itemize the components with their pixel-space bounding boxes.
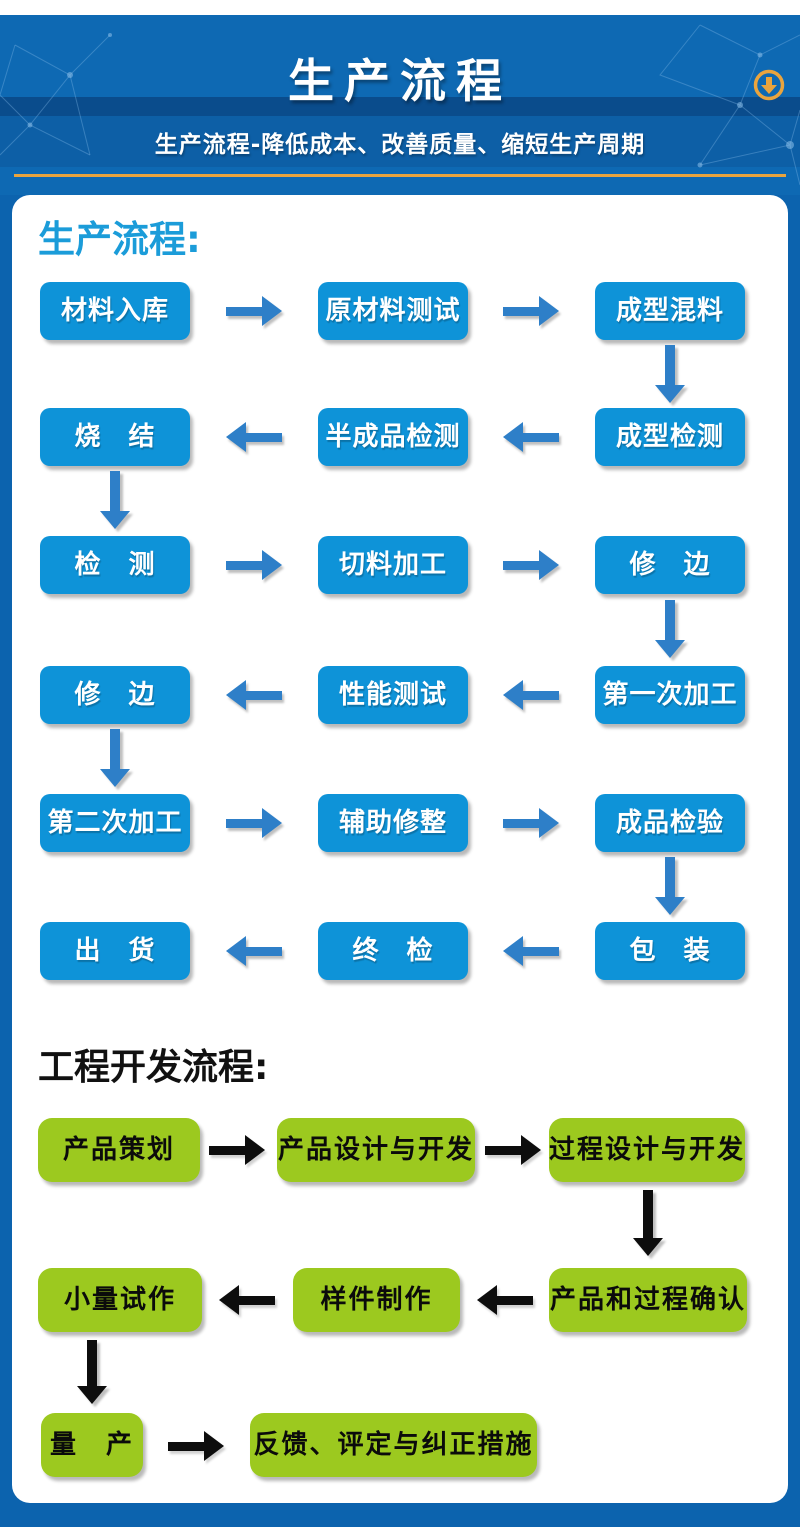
arrow-right-icon — [226, 296, 282, 326]
header-dark-band — [0, 97, 800, 116]
arrow-right-icon — [168, 1431, 224, 1461]
arrow-left-icon — [219, 1285, 275, 1315]
arrow-down-icon — [100, 471, 130, 529]
header-banner: 生产流程 生产流程-降低成本、改善质量、缩短生产周期 — [0, 15, 800, 195]
flow-step-box: 切料加工 — [318, 536, 468, 594]
flow-step-box: 产品和过程确认 — [549, 1268, 747, 1332]
arrow-right-icon — [485, 1135, 541, 1165]
flow-step-box: 过程设计与开发 — [549, 1118, 745, 1182]
flow-step-box: 终 检 — [318, 922, 468, 980]
page-title: 生产流程 — [288, 54, 512, 108]
flow-step-box: 材料入库 — [40, 282, 190, 340]
flow-step-box: 烧 结 — [40, 408, 190, 466]
arrow-right-icon — [503, 550, 559, 580]
flow-step-box: 小量试作 — [38, 1268, 202, 1332]
arrow-down-icon — [100, 729, 130, 787]
arrow-down-icon — [633, 1190, 663, 1256]
production-flow-heading: 生产流程: — [38, 218, 201, 261]
flow-step-box: 量 产 — [41, 1413, 143, 1477]
flow-step-box: 原材料测试 — [318, 282, 468, 340]
gold-divider — [14, 174, 786, 177]
arrow-left-icon — [477, 1285, 533, 1315]
page-subtitle: 生产流程-降低成本、改善质量、缩短生产周期 — [154, 132, 646, 158]
flow-step-box: 成型混料 — [595, 282, 745, 340]
flow-step-box: 第二次加工 — [40, 794, 190, 852]
arrow-left-icon — [503, 422, 559, 452]
flow-step-box: 修 边 — [595, 536, 745, 594]
arrow-left-icon — [226, 936, 282, 966]
flow-step-box: 第一次加工 — [595, 666, 745, 724]
arrow-right-icon — [503, 808, 559, 838]
arrow-down-icon — [77, 1340, 107, 1404]
arrow-left-icon — [503, 680, 559, 710]
top-white-strip — [0, 0, 800, 15]
arrow-left-icon — [226, 422, 282, 452]
scroll-down-icon[interactable] — [753, 69, 785, 101]
flow-step-box: 成型检测 — [595, 408, 745, 466]
flow-step-box: 检 测 — [40, 536, 190, 594]
flow-step-box: 产品策划 — [38, 1118, 200, 1182]
arrow-right-icon — [209, 1135, 265, 1165]
flow-step-box: 反馈、评定与纠正措施 — [250, 1413, 537, 1477]
arrow-right-icon — [503, 296, 559, 326]
flow-step-box: 出 货 — [40, 922, 190, 980]
arrow-down-icon — [655, 600, 685, 658]
flow-step-box: 半成品检测 — [318, 408, 468, 466]
arrow-down-icon — [655, 345, 685, 403]
flow-step-box: 包 装 — [595, 922, 745, 980]
arrow-down-icon — [655, 857, 685, 915]
arrow-left-icon — [226, 680, 282, 710]
arrow-right-icon — [226, 808, 282, 838]
arrow-left-icon — [503, 936, 559, 966]
flow-step-box: 样件制作 — [293, 1268, 460, 1332]
arrow-right-icon — [226, 550, 282, 580]
engineering-flow-heading: 工程开发流程: — [38, 1047, 269, 1088]
content-panel: 生产流程: 材料入库 原材料测试 成型混料 烧 结 半成品检测 成型检测 检 测… — [12, 195, 788, 1503]
flow-step-box: 修 边 — [40, 666, 190, 724]
flow-step-box: 性能测试 — [318, 666, 468, 724]
flow-step-box: 成品检验 — [595, 794, 745, 852]
header-subtitle-band — [0, 116, 800, 167]
flow-step-box: 产品设计与开发 — [277, 1118, 475, 1182]
flow-step-box: 辅助修整 — [318, 794, 468, 852]
